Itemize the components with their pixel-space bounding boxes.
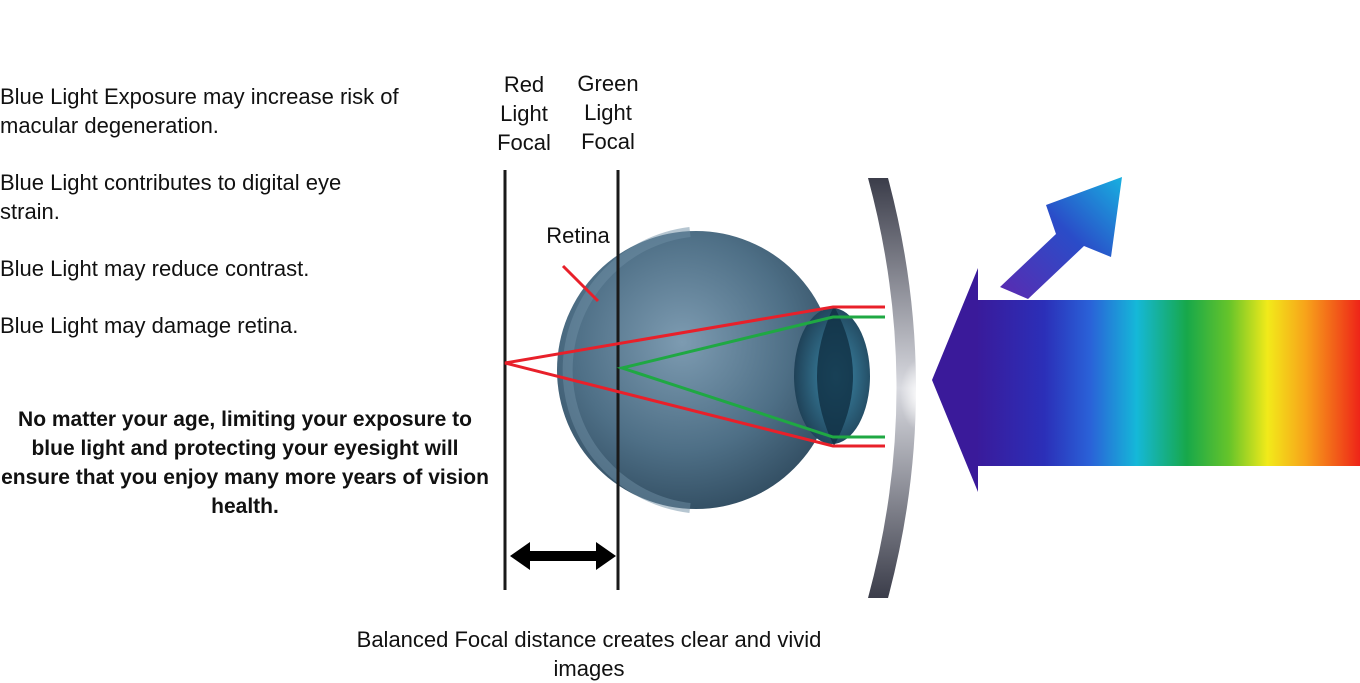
eyeball (557, 227, 835, 513)
light-spectrum-arrow (932, 268, 1360, 492)
green-focal-label: Green Light Focal (577, 71, 639, 154)
red-focal-label: Red Light Focal (497, 72, 551, 155)
blue-light-filter-lens (868, 178, 940, 598)
focal-distance-caption: Balanced Focal distance creates clear an… (356, 627, 822, 681)
eye-lens (794, 306, 870, 446)
fact-eye-strain: Blue Light contributes to digital eye st… (0, 170, 342, 224)
fact-reduce-contrast: Blue Light may reduce contrast. (0, 256, 310, 281)
retina-pointer-arrow (561, 264, 600, 303)
green-light-rays (616, 315, 885, 439)
red-light-rays (504, 305, 885, 448)
fact-damage-retina: Blue Light may damage retina. (0, 313, 299, 338)
conclusion-text: No matter your age, limiting your exposu… (1, 408, 489, 518)
retina-label: Retina (546, 223, 610, 248)
fact-macular-degeneration: Blue Light Exposure may increase risk of… (0, 84, 399, 138)
reflected-blue-light-arrow (1000, 177, 1122, 299)
focal-distance-arrow (510, 542, 616, 570)
facts-list: Blue Light Exposure may increase risk of… (0, 82, 400, 368)
